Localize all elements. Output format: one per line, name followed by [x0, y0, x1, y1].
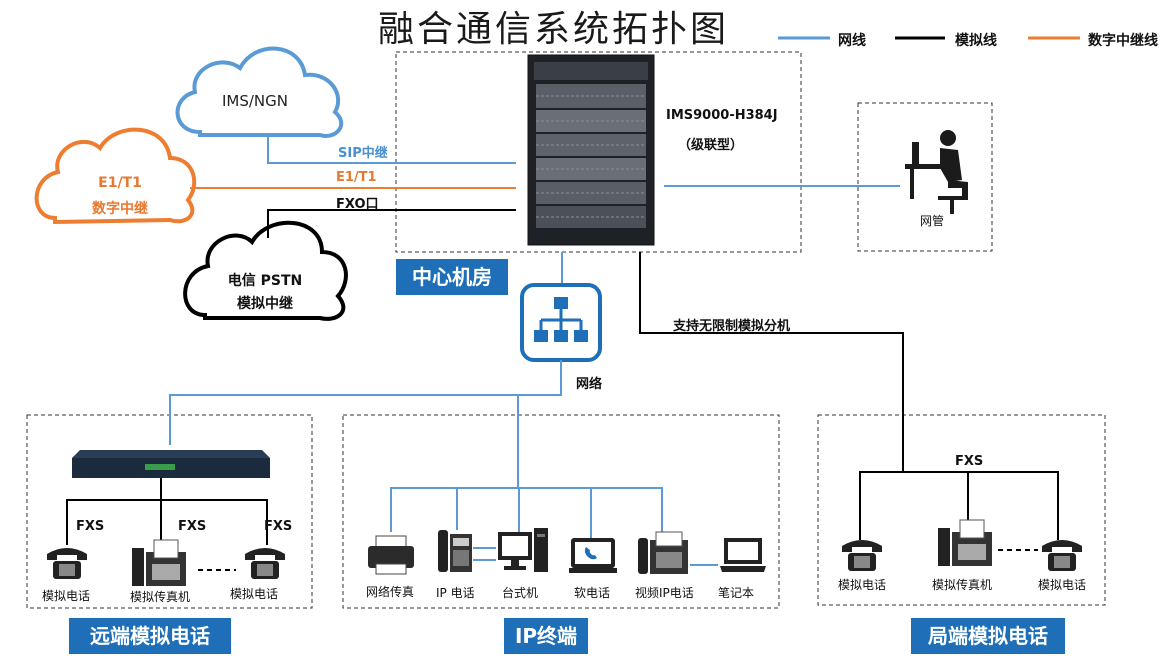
ip-box — [342, 414, 780, 609]
e1-link-label: E1/T1 — [336, 170, 377, 185]
e1-cloud-shape — [34, 127, 197, 225]
ip-device-4-label: 软电话 — [574, 586, 611, 600]
local-device-2-label: 模拟传真机 — [932, 578, 993, 592]
remote-fxs-2-label: FXS — [178, 519, 207, 534]
remote-device-1-label: 模拟电话 — [42, 589, 91, 603]
ip-device-3-label: 台式机 — [502, 586, 539, 600]
pstn-cloud-label-2: 模拟中继 — [237, 296, 293, 312]
network-switch-icon — [520, 283, 602, 362]
local-device-3-label: 模拟电话 — [1038, 578, 1087, 592]
rack-model-label: IMS9000-H384J — [666, 108, 778, 123]
remote-fax-icon — [132, 539, 186, 586]
ims-cloud-shape — [175, 46, 344, 138]
legend-digital-label: 数字中继线 — [1088, 33, 1158, 49]
switch-distribution-link — [169, 360, 562, 445]
local-fax-icon — [938, 519, 992, 566]
local-fxs-label: FXS — [955, 454, 984, 469]
legend-network-label: 网线 — [838, 33, 866, 49]
gateway-device-icon — [72, 450, 270, 478]
video-ip-phone-icon — [638, 531, 688, 574]
pstn-cloud-label-1: 电信 PSTN — [227, 273, 303, 289]
remote-device-2-label: 模拟传真机 — [130, 590, 191, 604]
ip-distribution-link — [390, 487, 663, 532]
ip-phone-icon — [438, 530, 472, 572]
ip-banner: IP终端 — [504, 618, 588, 654]
desktop-pc-icon — [498, 528, 548, 572]
local-device-1-label: 模拟电话 — [838, 578, 887, 592]
network-fax-icon — [368, 535, 414, 575]
center-room-box — [395, 51, 802, 253]
sip-link-label: SIP中继 — [338, 146, 388, 161]
local-phone-2-icon — [1042, 540, 1082, 571]
admin-label: 网管 — [920, 214, 945, 228]
remote-fxs-3-label: FXS — [264, 519, 293, 534]
admin-workstation-icon — [905, 130, 968, 214]
e1-cloud-label-1: E1/T1 — [98, 175, 142, 191]
rack-type-label: （级联型） — [678, 138, 744, 153]
server-rack-icon — [527, 54, 655, 246]
remote-device-3-label: 模拟电话 — [230, 587, 279, 601]
remote-fxs-1-label: FXS — [76, 519, 105, 534]
ip-device-6-label: 笔记本 — [718, 586, 755, 600]
e1-cloud-label-2: 数字中继 — [92, 201, 148, 217]
local-banner: 局端模拟电话 — [911, 618, 1065, 654]
local-fxs-link — [859, 471, 1059, 540]
softphone-icon — [569, 538, 617, 573]
diagram-title: 融合通信系统拓扑图 — [378, 9, 730, 50]
unlimited-extension-label: 支持无限制模拟分机 — [673, 319, 791, 334]
admin-box — [857, 102, 993, 252]
sip-link — [267, 135, 516, 164]
ip-device-1-label: 网络传真 — [366, 585, 415, 599]
remote-phone-2-icon — [245, 548, 285, 579]
analog-extension-link — [639, 252, 904, 472]
remote-banner: 远端模拟电话 — [69, 618, 231, 654]
center-room-banner: 中心机房 — [396, 259, 508, 295]
remote-fxs-link — [66, 499, 268, 545]
laptop-icon — [720, 538, 766, 572]
fxo-link — [267, 209, 516, 238]
ip-device-2-label: IP 电话 — [436, 586, 475, 600]
local-box — [817, 414, 1106, 606]
pstn-cloud-shape — [183, 220, 348, 321]
ims-cloud-label: IMS/NGN — [221, 92, 288, 110]
remote-phone-1-icon — [47, 548, 87, 579]
network-label: 网络 — [576, 377, 603, 392]
fxo-link-label: FXO口 — [336, 197, 379, 212]
legend-analog-label: 模拟线 — [955, 33, 997, 49]
ip-device-5-label: 视频IP电话 — [635, 586, 694, 600]
local-phone-1-icon — [842, 540, 882, 571]
